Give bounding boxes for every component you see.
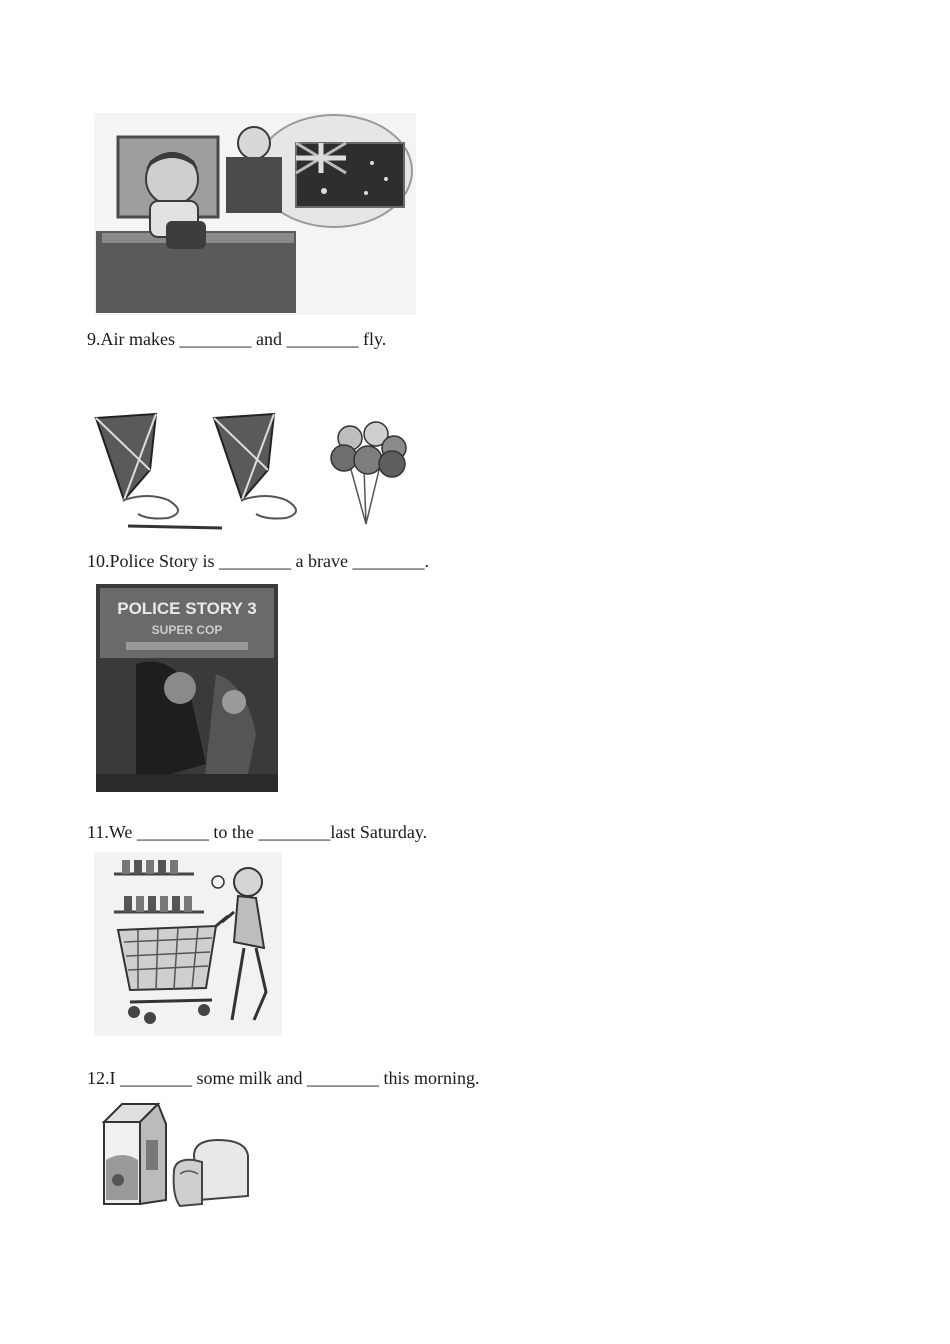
supermarket-illustration bbox=[94, 852, 282, 1036]
question-9: 9.Air makes ________ and ________ fly. bbox=[87, 328, 386, 350]
question-text: We ________ to the ________last Saturday… bbox=[108, 822, 428, 842]
question-11: 11.We ________ to the ________last Satur… bbox=[87, 821, 427, 843]
question-12: 12.I ________ some milk and ________ thi… bbox=[87, 1067, 479, 1089]
poster-title: POLICE STORY 3 bbox=[117, 599, 257, 618]
balloons-icon bbox=[330, 421, 407, 525]
kites-and-balloons-illustration bbox=[88, 408, 422, 532]
question-text: Police Story is ________ a brave _______… bbox=[109, 551, 429, 571]
question-number: 11. bbox=[87, 822, 109, 842]
girl-figure-icon bbox=[211, 867, 268, 1021]
milk-carton-icon bbox=[101, 1102, 167, 1206]
question-text: I ________ some milk and ________ this m… bbox=[109, 1068, 480, 1088]
computer-video-call-illustration bbox=[94, 113, 416, 315]
kite-icon bbox=[94, 412, 223, 530]
question-number: 9. bbox=[87, 329, 101, 349]
shopping-cart-icon bbox=[116, 914, 229, 1024]
bread-icon bbox=[172, 1138, 249, 1208]
shelf-icon bbox=[114, 860, 204, 914]
police-story-poster: POLICE STORY 3 SUPER COP bbox=[96, 584, 278, 792]
kite-icon bbox=[212, 412, 297, 520]
question-number: 12. bbox=[87, 1068, 110, 1088]
question-number: 10. bbox=[87, 551, 110, 571]
question-10: 10.Police Story is ________ a brave ____… bbox=[87, 550, 429, 572]
poster-subtitle: SUPER COP bbox=[152, 623, 223, 637]
question-text: Air makes ________ and ________ fly. bbox=[100, 329, 387, 349]
milk-and-bread-illustration bbox=[98, 1100, 258, 1210]
